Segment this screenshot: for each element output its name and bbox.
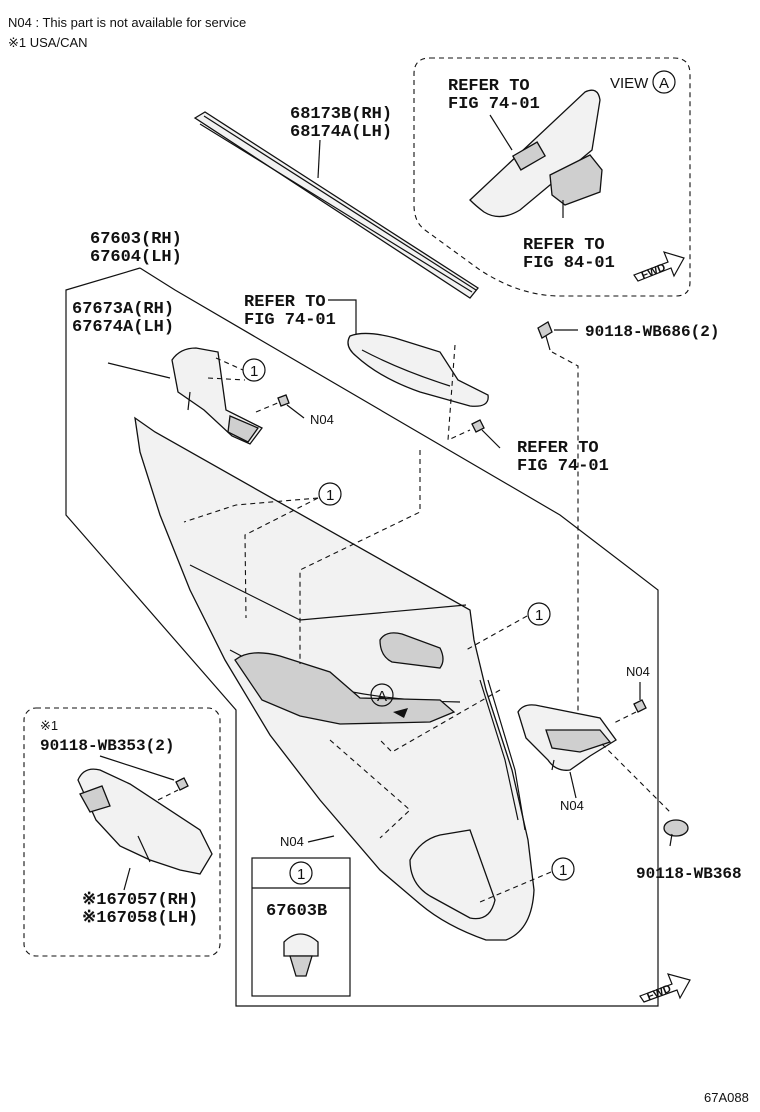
- callout-1-bracket: 1: [250, 363, 258, 380]
- label-trim-rh: 67603(RH): [90, 230, 182, 249]
- label-weatherstrip-lh: 68174A(LH): [290, 123, 392, 142]
- view-refer-upper-line2: FIG 74-01: [448, 95, 540, 114]
- power-window-switch: [549, 154, 603, 206]
- fwd-arrow-upper: FWD: [633, 251, 685, 283]
- legend-callout-1: 1: [297, 866, 305, 883]
- screw-wb686: [537, 321, 553, 351]
- label-clip-wb368: 90118-WB368: [636, 865, 742, 883]
- label-bracket-rh: 67673A(RH): [72, 300, 174, 319]
- note-usa-can: ※1 USA/CAN: [8, 35, 88, 50]
- label-clip-legend: 67603B: [266, 902, 327, 921]
- refer-armrest-line1: REFER TO: [244, 293, 326, 312]
- callout-1-upper: 1: [326, 487, 334, 504]
- armrest-cover: [347, 332, 489, 407]
- label-screw-wb686: 90118-WB686(2): [585, 323, 719, 341]
- refer-armrest-line2: FIG 74-01: [244, 311, 336, 330]
- label-weatherstrip-rh: 68173B(RH): [290, 105, 392, 124]
- label-pad-lh: ※167058(LH): [82, 909, 198, 928]
- lower-rear-bracket: [517, 704, 617, 771]
- label-pad-rh: ※167057(RH): [82, 891, 198, 910]
- upper-trim-bracket: [171, 347, 263, 445]
- label-bracket-lh: 67674A(LH): [72, 318, 174, 337]
- n04-label-bracket: N04: [310, 412, 334, 427]
- clip-wb368: [663, 819, 689, 847]
- assembly-bracket-outline: [65, 267, 659, 1007]
- svg-text:FWD: FWD: [645, 983, 673, 1004]
- n04-label-lower-left: N04: [280, 834, 304, 849]
- n04-label-right-screw: N04: [626, 664, 650, 679]
- clip-legend-box: 1 67603B: [251, 857, 351, 997]
- view-refer-lower-line1: REFER TO: [523, 236, 605, 255]
- view-refer-upper-line1: REFER TO: [448, 77, 530, 96]
- view-refer-lower-line2: FIG 84-01: [523, 254, 615, 273]
- refer-mid-line2: FIG 74-01: [517, 457, 609, 476]
- fwd-arrow-lower: FWD: [639, 973, 691, 1004]
- label-trim-lh: 67604(LH): [90, 248, 182, 267]
- figure-code: 67A088: [704, 1090, 749, 1105]
- note-n04-legend: N04 : This part is not available for ser…: [8, 15, 246, 30]
- door-trim-panel: [134, 416, 535, 941]
- svg-text:FWD: FWD: [640, 262, 668, 283]
- belt-weatherstrip: [193, 111, 479, 299]
- refer-mid-line1: REFER TO: [517, 439, 599, 458]
- panel-view-marker-a: A: [377, 688, 387, 705]
- label-screw-wb353: 90118-WB353(2): [40, 737, 174, 755]
- usa-can-pad-inset: ※1 90118-WB353(2) ※167057(RH) ※167058(LH…: [23, 707, 221, 957]
- view-marker-a: A: [659, 75, 669, 92]
- callout-1-lower: 1: [559, 862, 567, 879]
- view-label: VIEW: [610, 75, 649, 92]
- pad-note-mark: ※1: [40, 718, 58, 733]
- callout-1-right: 1: [535, 607, 543, 624]
- n04-label-right-bracket: N04: [560, 798, 584, 813]
- view-a-inset: VIEW A REFER TO FIG 74-01 REFER TO FIG 8…: [413, 57, 691, 297]
